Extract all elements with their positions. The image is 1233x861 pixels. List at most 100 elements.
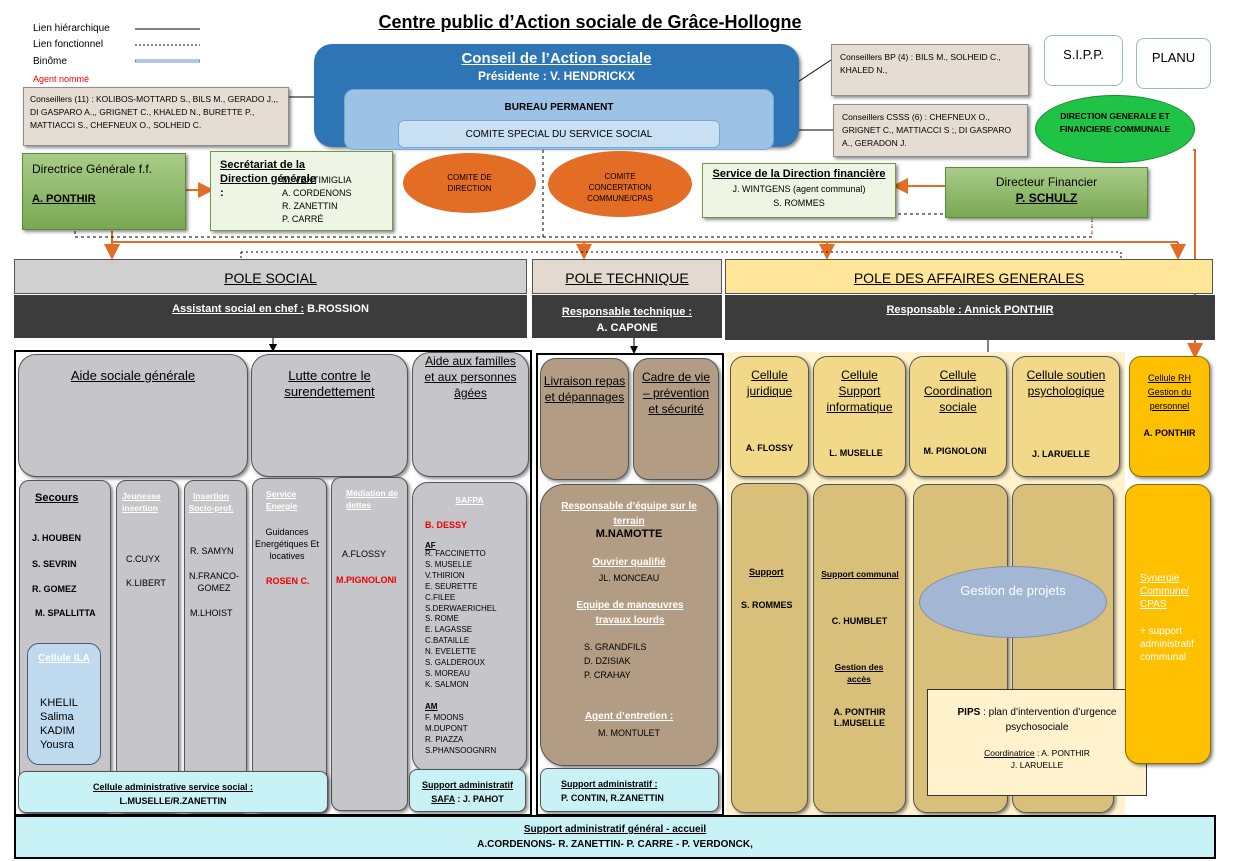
pips-text: PIPS : plan d’intervention d’urgence psy…	[957, 707, 1117, 733]
equipe-member: D. DZISIAK	[584, 656, 631, 666]
pole-ag-header: POLE DES AFFAIRES GENERALES	[725, 259, 1213, 294]
support-communal: Support communal	[821, 569, 899, 579]
secours-member: M. SPALLITTA	[35, 608, 96, 618]
safpa-am-label: AM	[425, 702, 438, 711]
safpa-af-member: S. ROME	[425, 614, 459, 624]
conseil-title: Conseil de l’Action sociale	[461, 50, 652, 67]
direction-generale-financiere: DIRECTION GENERALE ET FINANCIERE COMMUNA…	[1035, 95, 1195, 163]
energie-name: ROSEN C.	[266, 576, 310, 586]
ila-member: Salima	[40, 711, 74, 723]
support-communal-column	[813, 484, 906, 813]
directeur-financier-label: Directeur Financier	[995, 175, 1098, 189]
safpa-af-member: S. GALDEROUX	[425, 658, 486, 668]
synergie-title: Synergie Commune/ CPAS	[1140, 573, 1189, 610]
service-financier-title: Service de la Direction financière	[712, 168, 886, 180]
secours-title: Secours	[35, 492, 79, 504]
cadre-de-vie: Cadre de vie – prévention et sécurité	[633, 358, 719, 480]
jeunesse-box	[116, 480, 179, 813]
pips-box	[927, 689, 1147, 796]
conseillers-csss: Conseillers CSSS (6) : CHEFNEUX O., GRIG…	[833, 104, 1028, 157]
legend-binome: Binôme	[33, 56, 67, 67]
cellule-coordination: Cellule Coordination sociale	[909, 356, 1007, 477]
conseillers-11: Conseillers (11) : KOLIBOS-MOTTARD S., B…	[23, 87, 289, 146]
safpa-af-member: C.FILEE	[425, 592, 456, 602]
cellule-admin-social: Cellule administrative service social :L…	[18, 771, 328, 813]
safpa-af-member: S. MUSELLE	[425, 559, 473, 569]
cellule-ila-title: Cellule ILA	[38, 653, 90, 664]
comite-direction: COMITE DE DIRECTION	[403, 153, 536, 213]
safpa-title: SAFPA	[455, 495, 484, 505]
cellule-psychologique-name: J. LARUELLE	[1031, 449, 1090, 459]
insertion-title: Insertion Socio-prof.	[188, 491, 234, 513]
safpa-af-member: N. EVELETTE	[425, 647, 477, 657]
cellule-juridique-name: A. FLOSSY	[745, 443, 794, 453]
safpa-af-member: S.DERWAERICHEL	[425, 603, 497, 613]
sipp-box: S.I.P.P.	[1044, 35, 1123, 86]
cellule-rh: Cellule RH Gestion du personnel	[1129, 356, 1210, 477]
ila-member: KADIM	[40, 725, 75, 737]
support-label: Support	[749, 567, 784, 577]
energie-title: Service Energie	[266, 489, 298, 511]
equipe-manoeuvres: Equipe de manœuvres travaux lourds	[576, 600, 684, 626]
insertion-member: M.LHOIST	[190, 608, 233, 618]
conseillers-bp: Conseillers BP (4) : BILS M., SOLHEID C.…	[831, 44, 1029, 96]
aide-familles: Aide aux familles et aux personnes âgées	[412, 352, 529, 477]
page-title: Centre public d’Action sociale de Grâce-…	[378, 12, 802, 32]
jeunesse-title: Jeunesse insertion	[122, 491, 161, 513]
cellule-juridique: Cellule juridique	[730, 356, 809, 477]
legend-agent-nomme: Agent nommé	[33, 74, 90, 84]
service-financier-l1: J. WINTGENS (agent communal)	[732, 184, 866, 194]
resp-equipe-name: M.NAMOTTE	[595, 528, 663, 540]
cellule-informatique: Cellule Support informatique	[813, 356, 906, 477]
directeur-financier-box	[945, 167, 1148, 218]
equipe-member: S. GRANDFILS	[584, 642, 647, 652]
livraison-repas: Livraison repas et dépannages	[540, 358, 629, 480]
gestion-acces-name: L.MUSELLE	[834, 718, 885, 728]
energie-desc: Guidances Energétiques Et locatives	[254, 527, 320, 561]
legend-hierarchique: Lien hiérarchique	[33, 23, 110, 34]
synergie-plus: + support administratif communal	[1140, 626, 1194, 663]
service-financier-box	[702, 163, 896, 218]
directrice-name: A. PONTHIR	[32, 193, 96, 205]
ila-member: Yousra	[40, 739, 74, 751]
resp-equipe: Responsable d’équipe sur le terrain	[561, 501, 697, 527]
cellule-psychologique: Cellule soutien psychologique	[1012, 356, 1120, 477]
pips-coordinatrice: Coordinatrice : A. PONTHIR	[984, 748, 1090, 758]
aide-sociale-generale: Aide sociale générale	[18, 354, 248, 477]
safpa-af-member: V.THIRION	[425, 570, 465, 580]
service-financier-l2: S. ROMMES	[773, 198, 825, 208]
mediation-box	[331, 477, 408, 811]
pips-coordinatrice-2: J. LARUELLE	[1010, 760, 1064, 770]
secours-member: J. HOUBEN	[32, 533, 82, 543]
insertion-member: R. SAMYN	[190, 546, 234, 556]
pole-technique-responsable: Responsable technique :A. CAPONE	[532, 295, 722, 338]
safpa-af-member: S. MOREAU	[425, 668, 470, 678]
safpa-am-member: S.PHANSOOGNRN	[425, 746, 497, 755]
cellule-rh-name: A. PONTHIR	[1143, 428, 1196, 438]
cellule-ila	[27, 643, 101, 765]
secours-member: S. SEVRIN	[32, 559, 77, 569]
pole-social-responsable: Assistant social en chef : B.ROSSION	[14, 295, 527, 338]
pole-technique-header: POLE TECHNIQUE	[532, 259, 722, 294]
jeunesse-member: C.CUYX	[126, 554, 161, 564]
lutte-surendettement: Lutte contre le surendettement	[251, 354, 408, 477]
safpa-af-member: E. SEURETTE	[425, 581, 478, 591]
cellule-informatique-name: L. MUSELLE	[829, 448, 883, 458]
secretariat-title: Secrétariat de la Direction générale :	[220, 159, 316, 199]
gestion-acces: Gestion des accès	[834, 662, 884, 684]
secretariat-member: P. CARRÉ	[282, 214, 324, 224]
mediation-title: Médiation de dettes	[346, 488, 398, 510]
agent-entretien: Agent d’entretien :	[584, 711, 674, 722]
cellule-coordination-name: M. PIGNOLONI	[923, 446, 987, 456]
insertion-member: N.FRANCO-GOMEZ	[189, 571, 239, 593]
mediation-member: A.FLOSSY	[342, 549, 387, 559]
safpa-am-member: R. PIAZZA	[425, 735, 464, 744]
comite-concertation: COMITE CONCERTATION COMMUNE/CPAS	[548, 151, 692, 217]
mediation-member-red: M.PIGNOLONI	[336, 575, 397, 585]
pole-social-header: POLE SOCIAL	[14, 259, 527, 294]
safpa-af-member: E. LAGASSE	[425, 625, 473, 635]
safpa-af-label: AF	[425, 541, 436, 550]
